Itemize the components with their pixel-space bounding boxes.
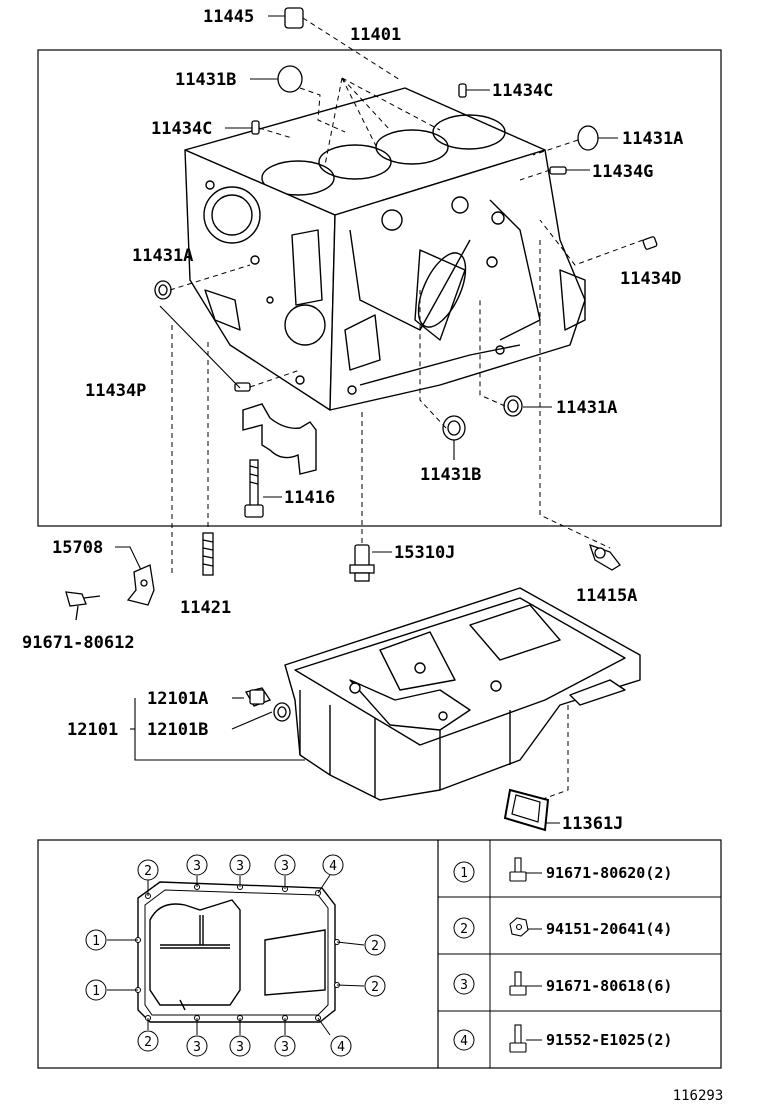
label-91671-80612: 91671-80612 [22, 633, 135, 653]
marker-top-4: 4 [322, 854, 344, 876]
label-11431B-bottom: 11431B [420, 465, 481, 485]
fastener-row-1: 1 91671-80620(2) [453, 857, 672, 883]
label-12101: 12101 [67, 720, 118, 740]
svg-text:4: 4 [329, 859, 337, 874]
reference-number: 116293 [673, 1088, 724, 1104]
label-11431A-left: 11431A [132, 246, 193, 266]
bolt-icon [509, 1024, 527, 1053]
marker-top-3b: 3 [229, 854, 251, 876]
drain-plug-12101A [245, 687, 271, 707]
label-11434G: 11434G [592, 162, 653, 182]
bracket-15708 [65, 564, 155, 621]
label-11421: 11421 [180, 598, 231, 618]
svg-text:3: 3 [193, 859, 201, 874]
washer-12101B [273, 702, 291, 722]
small-parts [154, 7, 658, 441]
marker-bot-4: 4 [330, 1035, 352, 1057]
marker-top-3c: 3 [274, 854, 296, 876]
label-11401: 11401 [350, 25, 401, 45]
pin-11434P [234, 382, 251, 392]
block-group-frame [37, 49, 722, 527]
label-12101B: 12101B [147, 720, 208, 740]
oil-pan-drawing [284, 587, 641, 801]
svg-text:1: 1 [92, 934, 100, 949]
nut-icon [509, 917, 529, 937]
label-12101A: 12101A [147, 689, 208, 709]
svg-text:2: 2 [371, 939, 379, 954]
label-15310J: 15310J [394, 543, 455, 563]
label-11431A-right: 11431A [622, 129, 683, 149]
svg-text:3: 3 [236, 859, 244, 874]
svg-text:2: 2 [144, 1035, 152, 1050]
pan-top-view [137, 881, 336, 1023]
pin-11434C-right [458, 83, 467, 98]
row-1-part: 91671-80620(2) [546, 864, 672, 882]
label-11361J: 11361J [562, 814, 623, 834]
row-3-part: 91671-80618(6) [546, 977, 672, 995]
leader-lines [169, 17, 644, 801]
pin-11434G [549, 166, 567, 175]
svg-text:3: 3 [236, 1040, 244, 1055]
row-1-marker: 1 [460, 866, 468, 881]
fitting-11415A [588, 543, 621, 571]
label-11434D: 11434D [620, 269, 681, 289]
svg-text:2: 2 [371, 980, 379, 995]
label-11434P: 11434P [85, 381, 146, 401]
solid-leaders [115, 15, 618, 824]
label-11434C-left: 11434C [151, 119, 212, 139]
fastener-row-3: 3 91671-80618(6) [453, 971, 672, 996]
svg-text:1: 1 [92, 984, 100, 999]
plug-11431B-top [277, 65, 303, 93]
svg-text:2: 2 [144, 864, 152, 879]
marker-left-1b: 1 [85, 979, 107, 1001]
bolt-icon [509, 971, 527, 996]
label-11434C-right: 11434C [492, 81, 553, 101]
marker-bot-3a: 3 [186, 1035, 208, 1057]
marker-right-2a: 2 [364, 934, 386, 956]
svg-text:3: 3 [281, 859, 289, 874]
label-11431A-bottom: 11431A [556, 398, 617, 418]
marker-bot-3c: 3 [274, 1035, 296, 1057]
inset-leaders [107, 874, 365, 1036]
plug-11431A-right [577, 125, 599, 151]
marker-left-1a: 1 [85, 929, 107, 951]
marker-right-2b: 2 [364, 975, 386, 997]
part-labels: 11445 11401 11431B 11434C 11434C 11431A … [22, 7, 683, 834]
switch-15310J [349, 544, 375, 582]
fastener-row-2: 2 94151-20641(4) [453, 917, 672, 939]
marker-bot-2: 2 [137, 1030, 159, 1052]
row-4-part: 91552-E1025(2) [546, 1031, 672, 1049]
gasket-11361J [503, 788, 550, 832]
row-2-part: 94151-20641(4) [546, 920, 672, 938]
label-11416: 11416 [284, 488, 335, 508]
svg-text:3: 3 [281, 1040, 289, 1055]
row-4-marker: 4 [460, 1034, 468, 1049]
engine-block-drawing [184, 87, 586, 411]
fastener-table: 1 91671-80620(2) 2 94151-20641(4) 3 9167… [438, 840, 721, 1068]
bolt-icon [509, 857, 527, 882]
svg-text:3: 3 [193, 1040, 201, 1055]
pin-11434C-left [251, 120, 260, 135]
svg-text:4: 4 [337, 1040, 345, 1055]
stud-11421 [202, 532, 214, 576]
marker-top-3a: 3 [186, 854, 208, 876]
inset-markers: 2 3 3 3 4 1 1 2 2 2 3 3 3 4 [85, 854, 386, 1057]
fastener-row-4: 4 91552-E1025(2) [453, 1024, 672, 1053]
plug-11445 [284, 7, 304, 29]
marker-bot-3b: 3 [229, 1035, 251, 1057]
label-11445: 11445 [203, 7, 254, 27]
label-11415A: 11415A [576, 586, 637, 606]
marker-top-2: 2 [137, 859, 159, 881]
label-15708: 15708 [52, 538, 103, 558]
bearing-cap [242, 403, 317, 475]
row-3-marker: 3 [460, 978, 468, 993]
bolt-11416 [244, 459, 264, 518]
row-2-marker: 2 [460, 922, 468, 937]
pin-11434D [642, 236, 658, 250]
label-11431B-top: 11431B [175, 70, 236, 90]
